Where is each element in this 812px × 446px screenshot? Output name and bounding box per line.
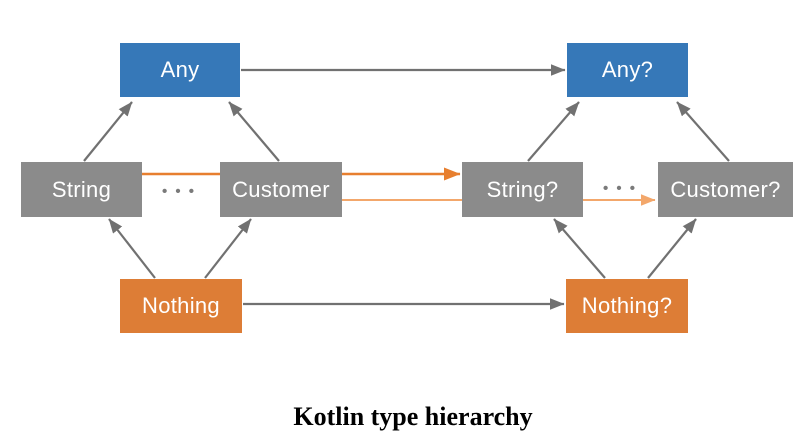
arrow-nothing-nullable-to-customer-nullable	[647, 218, 697, 279]
node-string: String	[21, 162, 142, 217]
node-nothing-nullable-label: Nothing?	[581, 293, 673, 318]
ellipsis-icon: • • •	[588, 179, 652, 197]
node-string-nullable: String?	[462, 162, 583, 217]
arrow-string-to-any	[83, 101, 133, 162]
ellipsis-right-glyph: • • •	[602, 179, 638, 197]
arrow-nothing-to-string	[108, 218, 156, 279]
ellipsis-icon: • • •	[147, 182, 211, 200]
arrow-nothing-to-customer	[204, 218, 252, 279]
node-any-label: Any	[160, 57, 200, 82]
arrow-nothing-nullable-to-string-nullable	[553, 218, 606, 279]
node-any-nullable-label: Any?	[601, 57, 654, 82]
node-customer-nullable: Customer?	[658, 162, 793, 217]
ellipsis-left-glyph: • • •	[161, 182, 197, 200]
node-customer: Customer	[220, 162, 342, 217]
arrow-customer-to-any	[228, 101, 280, 162]
node-string-nullable-label: String?	[486, 176, 559, 202]
node-any: Any	[120, 43, 240, 97]
node-nothing: Nothing	[120, 279, 242, 333]
arrow-string-nullable-to-any-nullable	[527, 101, 580, 162]
node-string-label: String	[51, 176, 112, 202]
node-customer-label: Customer	[232, 176, 330, 202]
node-nothing-nullable: Nothing?	[566, 279, 688, 333]
node-nothing-label: Nothing	[142, 293, 220, 318]
node-any-nullable: Any?	[567, 43, 688, 97]
node-customer-nullable-label: Customer?	[670, 176, 781, 202]
diagram-caption: Kotlin type hierarchy	[293, 402, 533, 431]
arrow-customer-nullable-to-any-nullable	[676, 101, 730, 162]
